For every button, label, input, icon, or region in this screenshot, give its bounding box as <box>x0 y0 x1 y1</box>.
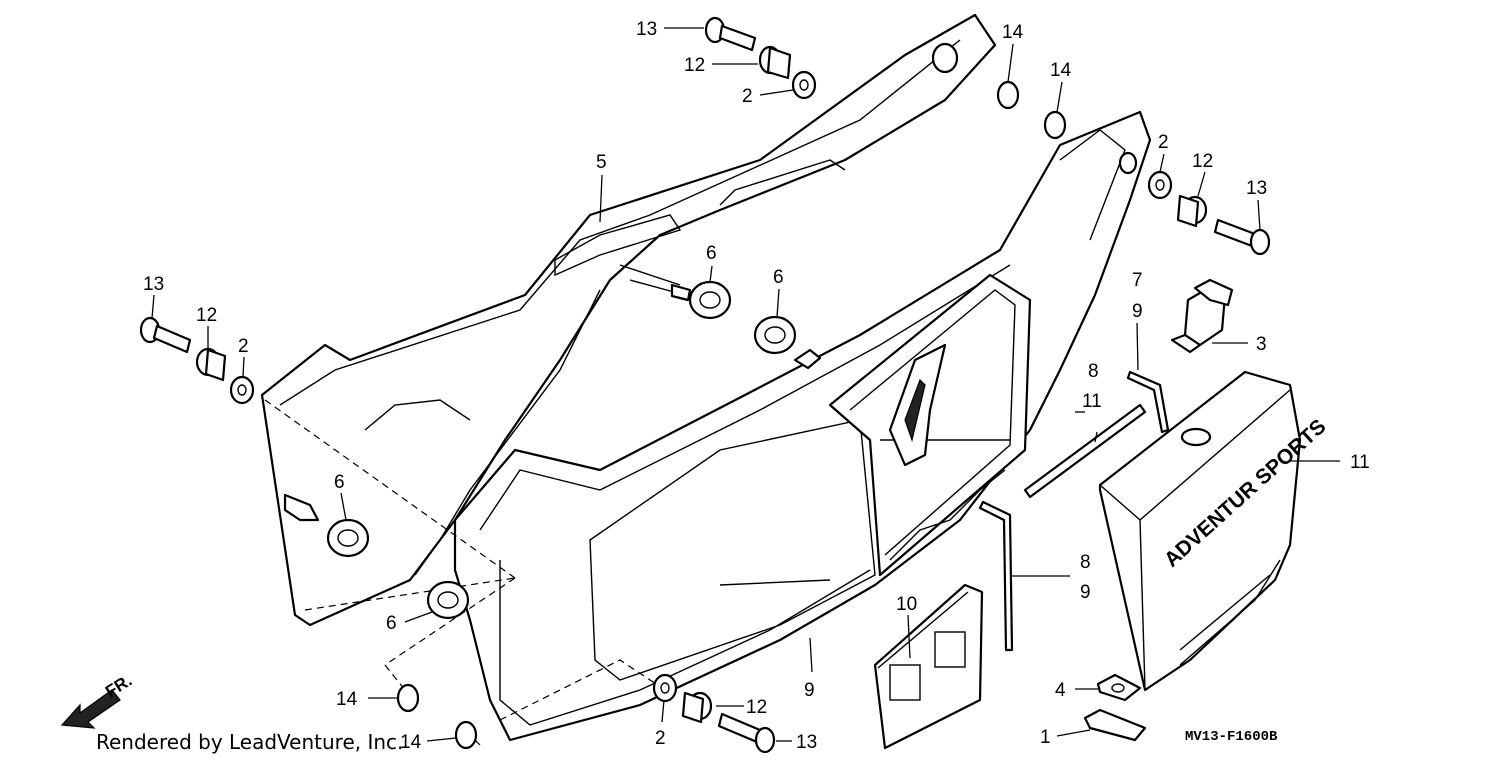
callout-label: 12 <box>196 305 217 326</box>
left-side-cover <box>260 13 997 627</box>
callout-label: 2 <box>238 336 249 357</box>
callout-label: 14 <box>1002 22 1024 43</box>
callout-label: 6 <box>386 613 397 634</box>
callout-label: 2 <box>1158 132 1169 153</box>
grommet-left <box>326 518 370 558</box>
callout-label: 13 <box>636 19 657 40</box>
rubber-washer-bottom-b <box>454 720 478 750</box>
bolt-right <box>1213 218 1271 256</box>
grommet-upper-center <box>753 315 797 355</box>
callout-label: 6 <box>773 267 784 288</box>
callout-label: 6 <box>706 243 717 264</box>
callout-label: 2 <box>655 728 666 749</box>
grommet-lower-left <box>426 580 470 620</box>
callout-label: 6 <box>334 472 345 493</box>
callout-label: 9 <box>804 680 815 701</box>
callout-label: 12 <box>684 55 705 76</box>
callout-label: 5 <box>596 152 607 173</box>
callout-label: 13 <box>796 732 817 753</box>
callout-label: 2 <box>742 86 753 107</box>
callout-label: 4 <box>1055 680 1066 701</box>
callout-label: 8 <box>1088 361 1099 382</box>
key-lock <box>1170 278 1234 354</box>
mounting-pins <box>283 42 959 522</box>
callout-label: 9 <box>1080 582 1091 603</box>
callout-label: 12 <box>1192 151 1213 172</box>
callout-label: 8 <box>1080 552 1091 573</box>
callout-label: 12 <box>746 697 767 718</box>
callout-label: 14 <box>1050 60 1072 81</box>
callout-label: 13 <box>1246 178 1267 199</box>
callout-label: 1 <box>1040 727 1051 748</box>
callout-label: 11 <box>1350 452 1370 473</box>
bolt-bottom <box>717 712 776 754</box>
collar-top <box>758 45 792 80</box>
footer-credit: Rendered by LeadVenture, Inc. <box>96 730 403 754</box>
washer-top <box>791 70 817 100</box>
assembly-guide-lines <box>264 399 666 746</box>
callout-label: 9 <box>1132 301 1143 322</box>
leader-lines <box>151 27 1340 742</box>
collar-left <box>195 347 227 382</box>
callout-label: 13 <box>143 274 164 295</box>
clip <box>1083 708 1147 742</box>
collar-right <box>1176 194 1208 228</box>
front-direction-marker: FR. <box>60 671 135 729</box>
collar-bottom <box>681 691 713 724</box>
bolt-left <box>139 316 192 354</box>
seal-strips <box>978 370 1170 652</box>
rubber-washer-bottom-a <box>396 683 420 713</box>
side-cover-panel: ADVENTUR SPORTS <box>1098 370 1331 692</box>
washer-left <box>229 375 255 405</box>
callout-label: 3 <box>1256 334 1267 355</box>
diagram-code: MV13-F1600B <box>1185 729 1278 745</box>
front-arrow-icon <box>60 689 121 729</box>
clip-plate <box>1096 673 1142 702</box>
washer-right <box>1147 170 1173 200</box>
callout-label: 14 <box>336 689 358 710</box>
callout-label: 11 <box>1082 391 1102 412</box>
right-side-cover <box>453 110 1152 742</box>
callout-label: 14 <box>400 732 422 753</box>
grommet-upper-left <box>688 280 732 320</box>
bolt-top <box>704 16 757 52</box>
callout-labels: 13 12 2 14 14 2 12 13 5 6 6 13 12 2 7 9 … <box>143 19 1370 753</box>
rubber-washer-top-a <box>996 80 1020 110</box>
callout-label: 7 <box>1132 270 1143 291</box>
tool-manual <box>873 583 984 750</box>
callout-label: 10 <box>896 594 917 615</box>
rubber-washer-top-b <box>1043 110 1067 140</box>
washer-bottom <box>652 673 678 703</box>
